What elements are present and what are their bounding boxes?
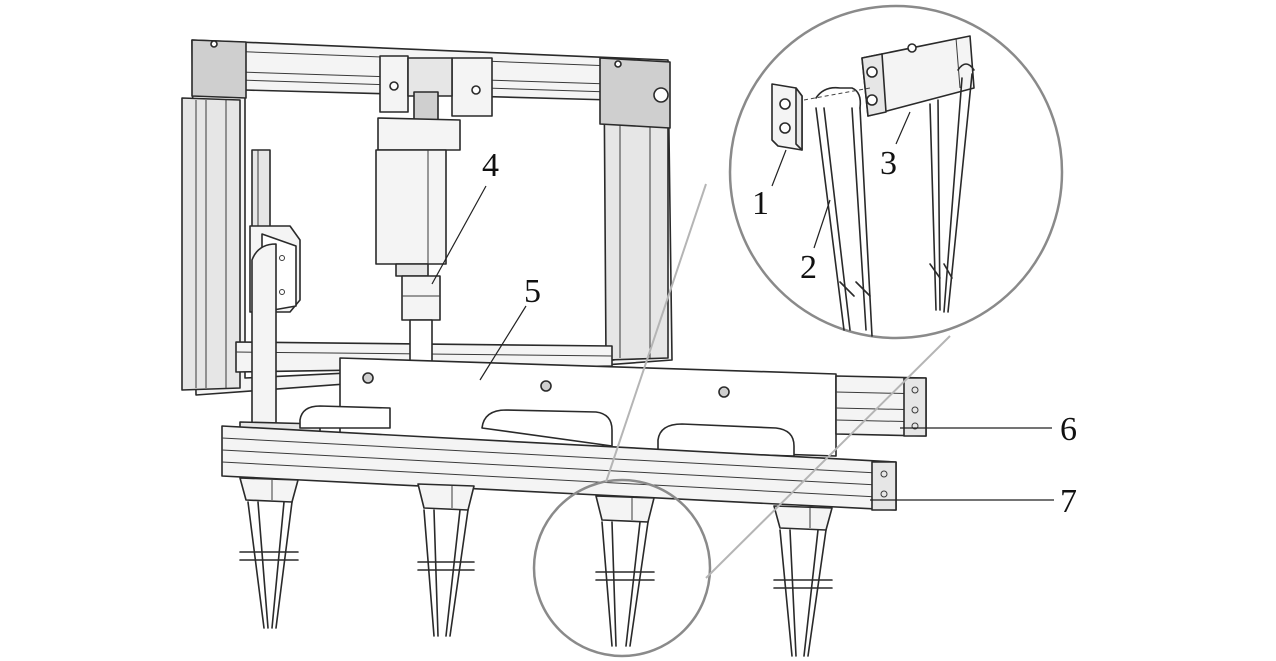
- beam-7: [221, 425, 897, 511]
- detail-view: [728, 4, 1064, 340]
- label-2: 2: [800, 249, 817, 286]
- vertical-slide: [239, 149, 321, 435]
- part-3-fingers: [929, 63, 975, 313]
- beam-6: [835, 375, 927, 437]
- leader-4: [431, 185, 487, 285]
- detail-view-circle: [728, 4, 1064, 340]
- label-6: 6: [1060, 411, 1077, 448]
- label-5: 5: [524, 273, 541, 310]
- zoom-connector-right: [705, 335, 951, 579]
- label-4: 4: [482, 147, 499, 184]
- leader-1: [771, 149, 787, 187]
- detail-source-circle: [532, 478, 712, 658]
- leader-3: [895, 111, 911, 145]
- finger-set-4: [773, 505, 833, 657]
- part-2-fingers: [815, 86, 873, 337]
- label-1: 1: [752, 185, 769, 222]
- part-3-block: [861, 35, 975, 117]
- leader-2: [813, 199, 831, 249]
- callouts: 1 2 3 4 5 6 7: [431, 111, 1077, 520]
- finger-set-3: [595, 495, 655, 647]
- leader-5: [479, 305, 527, 381]
- label-3: 3: [880, 145, 897, 182]
- finger-set-2: [417, 483, 475, 637]
- plate-5: [299, 357, 837, 457]
- zoom-connector-left: [605, 183, 707, 483]
- label-7: 7: [1060, 483, 1077, 520]
- part-1-block: [771, 83, 803, 151]
- finger-set-1: [239, 477, 299, 629]
